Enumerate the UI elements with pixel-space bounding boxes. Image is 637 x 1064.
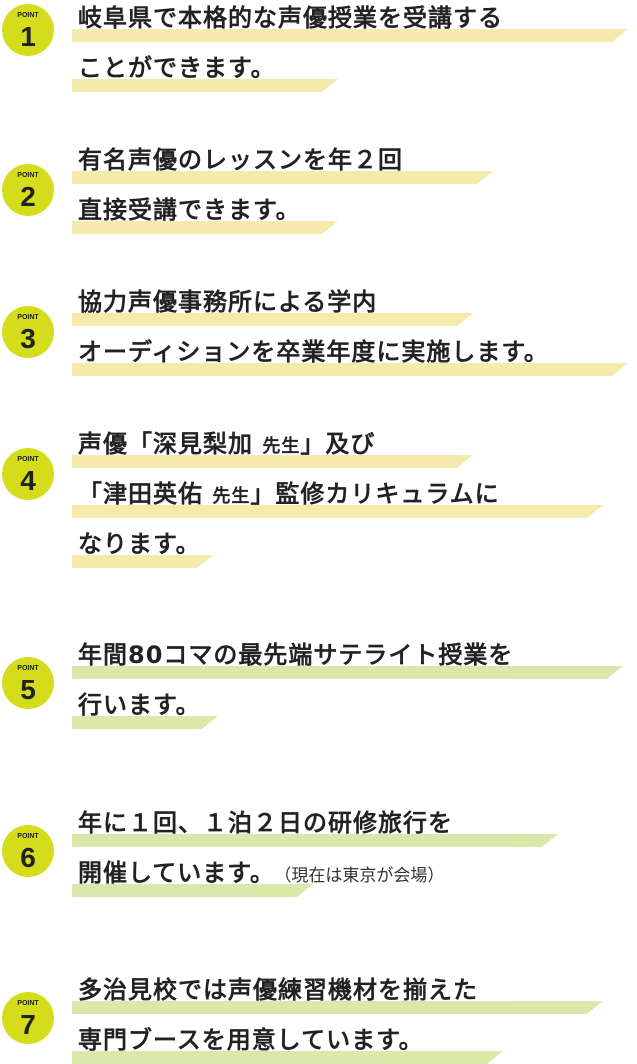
point-note: （現在は東京が会場） (282, 866, 445, 886)
point-line: 有名声優のレッスンを年２回 (78, 146, 403, 174)
point-badge-1: POINT 1 (0, 2, 56, 58)
point-badge-circle: POINT 1 (2, 4, 54, 56)
point-text-2: 有名声優のレッスンを年２回 直接受講できます。 (72, 142, 637, 242)
point-badge-number: 7 (20, 1009, 36, 1040)
point-badge-circle: POINT 6 (2, 825, 54, 877)
point-text-5: 年間80コマの最先端サテライト授業を 行います。 (72, 637, 637, 737)
point-badge-label: POINT (17, 833, 39, 840)
point-line: ことができます。 (78, 54, 276, 82)
point-text-3: 協力声優事務所による学内 オーディションを卒業年度に実施します。 (72, 284, 637, 384)
point-badge-circle: POINT 7 (2, 992, 54, 1044)
point-badge-label: POINT (17, 456, 39, 463)
point-text-6: 年に１回、１泊２日の研修旅行を 開催しています。 （現在は東京が会場） (72, 805, 637, 905)
point-badge-label: POINT (17, 665, 39, 672)
point-badge-label: POINT (17, 172, 39, 179)
point-badge-number: 5 (20, 674, 36, 705)
point-line: 行います。 (78, 691, 201, 719)
point-line: 多治見校では声優練習機材を揃えた (78, 976, 478, 1004)
point-badge-2: POINT 2 (0, 162, 56, 218)
point-line: 協力声優事務所による学内 (78, 288, 378, 316)
point-line: なります。 (78, 530, 201, 558)
point-line: 開催しています。 (78, 859, 275, 887)
point-badge-label: POINT (17, 12, 39, 19)
point-badge-number: 2 (20, 181, 36, 212)
point-badge-circle: POINT 2 (2, 164, 54, 216)
point-badge-6: POINT 6 (0, 823, 56, 879)
point-text-1: 岐阜県で本格的な声優授業を受講する ことができます。 (72, 0, 637, 100)
point-line: 岐阜県で本格的な声優授業を受講する (78, 4, 503, 32)
point-line: 「津田英佑 先生」監修カリキュラムに (78, 480, 500, 508)
point-badge-number: 1 (20, 21, 36, 52)
point-badge-number: 6 (20, 842, 36, 873)
point-text-4: 声優「深見梨加 先生」及び 「津田英佑 先生」監修カリキュラムに なります。 (72, 426, 637, 576)
point-badge-number: 4 (20, 465, 36, 496)
point-line: 年間80コマの最先端サテライト授業を (78, 641, 514, 669)
point-badge-5: POINT 5 (0, 655, 56, 711)
point-badge-circle: POINT 3 (2, 306, 54, 358)
point-badge-3: POINT 3 (0, 304, 56, 360)
point-badge-circle: POINT 5 (2, 657, 54, 709)
point-line: 声優「深見梨加 先生」及び (78, 430, 376, 458)
point-badge-label: POINT (17, 1000, 39, 1007)
point-badge-label: POINT (17, 314, 39, 321)
point-text-7: 多治見校では声優練習機材を揃えた 専門ブースを用意しています。 (72, 972, 637, 1064)
point-badge-circle: POINT 4 (2, 448, 54, 500)
point-badge-7: POINT 7 (0, 990, 56, 1046)
point-line: オーディションを卒業年度に実施します。 (78, 338, 549, 366)
point-badge-4: POINT 4 (0, 446, 56, 502)
point-badge-number: 3 (20, 323, 36, 354)
point-line: 専門ブースを用意しています。 (78, 1026, 424, 1054)
point-line: 直接受講できます。 (78, 196, 301, 224)
point-line: 年に１回、１泊２日の研修旅行を (78, 809, 453, 837)
